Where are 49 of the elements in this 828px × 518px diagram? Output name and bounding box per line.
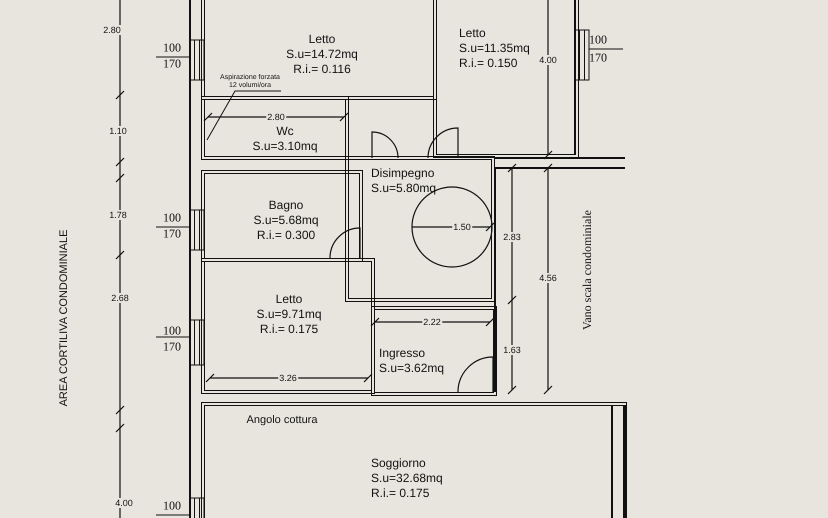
dimension-label: 1.63: [502, 345, 522, 355]
area-value: S.u=5.68mq: [253, 213, 319, 228]
dimension-label: 1.50: [452, 222, 472, 232]
window-size: 170: [162, 58, 182, 70]
room-name: Soggiorno: [371, 456, 426, 471]
area-value: S.u=14.72mq: [286, 47, 358, 62]
room-outline: [201, 170, 363, 262]
window-size: 170: [588, 52, 608, 64]
window-size: 100: [162, 500, 182, 512]
area-value: S.u=11.35mq: [459, 41, 530, 56]
room-name: Ingresso: [379, 346, 426, 361]
area-value: S.u=5.80mq: [371, 181, 436, 196]
room-name: Wc: [276, 124, 294, 139]
dimension-label: 4.00: [538, 55, 558, 65]
window-size: 100: [162, 212, 182, 224]
ratio-value: R.i.= 0.175: [371, 486, 430, 501]
room-name: Letto: [308, 32, 336, 47]
area-label: Angolo cottura: [246, 415, 318, 425]
area-label: Vano scala condominiale: [581, 210, 593, 330]
room-name: Disimpegno: [371, 166, 434, 181]
window-size: 100: [588, 34, 608, 46]
area-value: S.u=9.71mq: [256, 307, 322, 322]
ratio-value: R.i.= 0.150: [459, 56, 518, 71]
room-name: Letto: [459, 26, 486, 41]
dimension-label: 2.80: [266, 112, 286, 122]
area-value: S.u=3.10mq: [252, 139, 318, 154]
area-value: S.u=3.62mq: [379, 361, 444, 376]
room-outline: [201, 0, 437, 100]
room-name: Letto: [276, 292, 302, 307]
room-name: Bagno: [268, 198, 304, 213]
dimension-label: 3.26: [278, 373, 298, 383]
window-size: 100: [162, 42, 182, 54]
ratio-value: R.i.= 0.175: [260, 322, 318, 337]
ratio-value: R.i.= 0.116: [293, 62, 351, 77]
dimension-label: 4.00: [114, 498, 134, 508]
window-size: 170: [162, 340, 182, 354]
dimension-label: 4.56: [538, 273, 558, 283]
leader-line: [206, 90, 282, 140]
dimension-label: 2.22: [422, 317, 442, 327]
area-value: S.u=32.68mq: [371, 471, 443, 486]
dimension-label: 2.83: [502, 232, 522, 242]
dimension-label: 1.10: [108, 126, 128, 136]
dimension-label: 2.80: [102, 25, 122, 35]
window-size: 170: [162, 228, 182, 240]
ratio-value: R.i.= 0.300: [256, 228, 316, 243]
dimension-label: 1.78: [108, 210, 128, 220]
window-size: 100: [162, 324, 182, 338]
dimension-label: 2.68: [110, 293, 130, 303]
area-label: AREA CORTILIVA CONDOMINIALE: [58, 230, 70, 406]
